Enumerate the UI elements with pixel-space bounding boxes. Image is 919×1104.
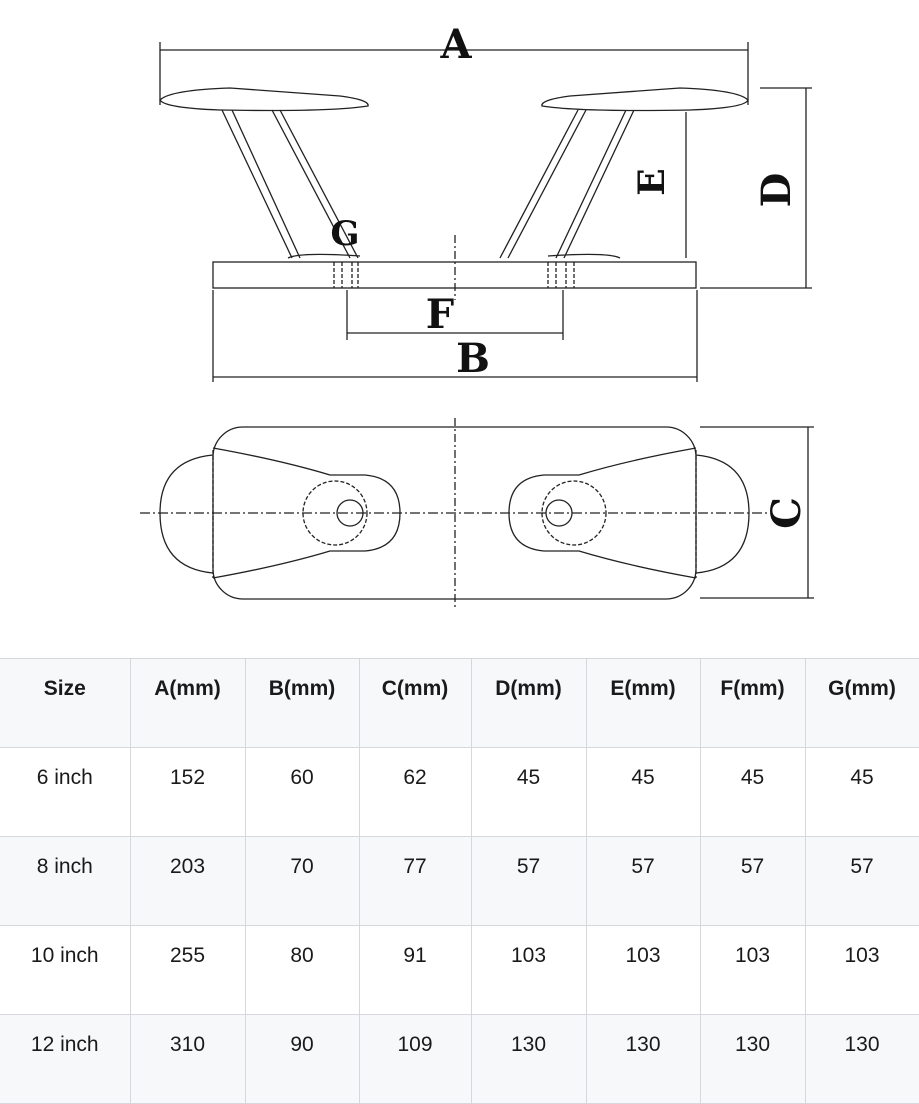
table-cell: 45 bbox=[699, 747, 806, 837]
header-size: Size bbox=[0, 658, 131, 748]
table-cell: 6 inch bbox=[0, 747, 131, 837]
table-cell: 203 bbox=[129, 836, 246, 926]
table-cell: 45 bbox=[470, 747, 587, 837]
table-cell: 57 bbox=[585, 836, 701, 926]
table-cell: 103 bbox=[585, 925, 701, 1015]
table-cell: 130 bbox=[804, 1014, 919, 1104]
table-cell: 91 bbox=[358, 925, 472, 1015]
table-cell: 77 bbox=[358, 836, 472, 926]
table-cell: 310 bbox=[129, 1014, 246, 1104]
label-c: C bbox=[763, 497, 810, 529]
table-cell: 8 inch bbox=[0, 836, 131, 926]
table-cell: 45 bbox=[804, 747, 919, 837]
label-f: F bbox=[426, 291, 454, 338]
table-cell: 130 bbox=[699, 1014, 806, 1104]
header-e: E(mm) bbox=[585, 658, 701, 748]
table-cell: 10 inch bbox=[0, 925, 131, 1015]
header-f: F(mm) bbox=[699, 658, 806, 748]
cleat-technical-drawing: A G F B E D C bbox=[140, 21, 814, 608]
table-header-row: Size A(mm) B(mm) C(mm) D(mm) E(mm) F(mm)… bbox=[0, 658, 919, 748]
header-c: C(mm) bbox=[358, 658, 472, 748]
table-cell: 109 bbox=[358, 1014, 472, 1104]
table-cell: 57 bbox=[470, 836, 587, 926]
table-cell: 60 bbox=[244, 747, 360, 837]
table-cell: 255 bbox=[129, 925, 246, 1015]
table-cell: 80 bbox=[244, 925, 360, 1015]
table-cell: 90 bbox=[244, 1014, 360, 1104]
side-view: A G F B E D bbox=[159, 21, 812, 382]
label-b: B bbox=[456, 335, 490, 382]
table-cell: 130 bbox=[470, 1014, 587, 1104]
header-g: G(mm) bbox=[804, 658, 919, 748]
table-cell: 45 bbox=[585, 747, 701, 837]
table-cell: 103 bbox=[804, 925, 919, 1015]
table-cell: 62 bbox=[358, 747, 472, 837]
table-cell: 130 bbox=[585, 1014, 701, 1104]
dimensions-table: Size A(mm) B(mm) C(mm) D(mm) E(mm) F(mm)… bbox=[0, 658, 919, 1104]
table-cell: 103 bbox=[699, 925, 806, 1015]
top-view: C bbox=[140, 418, 814, 608]
header-d: D(mm) bbox=[470, 658, 587, 748]
table-cell: 70 bbox=[244, 836, 360, 926]
label-a: A bbox=[439, 21, 472, 68]
label-e: E bbox=[631, 168, 673, 195]
header-b: B(mm) bbox=[244, 658, 360, 748]
table-cell: 57 bbox=[699, 836, 806, 926]
label-d: D bbox=[753, 173, 800, 208]
table-cell: 12 inch bbox=[0, 1014, 131, 1104]
label-g: G bbox=[330, 214, 359, 254]
table-cell: 57 bbox=[804, 836, 919, 926]
header-a: A(mm) bbox=[129, 658, 246, 748]
table-cell: 152 bbox=[129, 747, 246, 837]
table-cell: 103 bbox=[470, 925, 587, 1015]
